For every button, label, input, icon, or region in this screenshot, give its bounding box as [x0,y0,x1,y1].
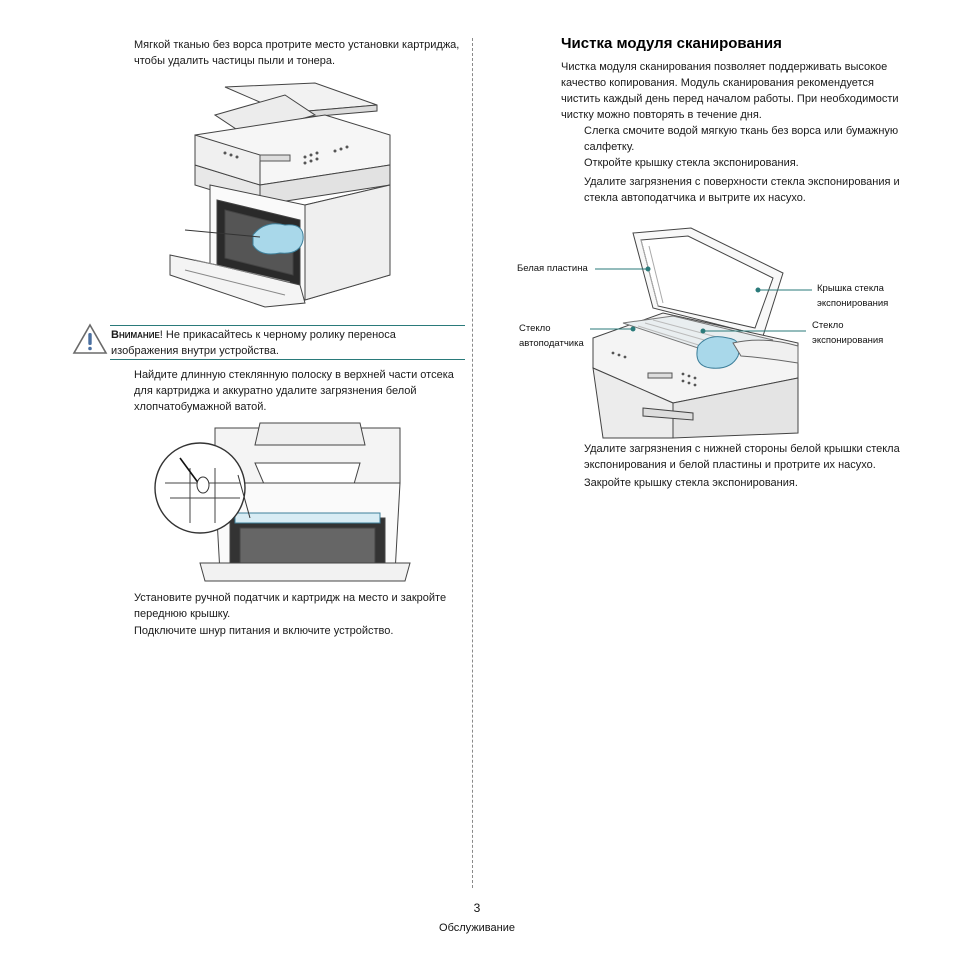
intro-paragraph: Чистка модуля сканирования позволяет под… [561,61,899,121]
step-3: Удалите загрязнения с поверхности стекла… [584,176,900,204]
step-5: Закройте крышку стекла экспонирования. [584,477,798,489]
callout-exposure-glass: Стекло экспонирования [812,320,884,346]
left-paragraph-3: Установите ручной податчик и картридж на… [134,592,447,620]
warning-icon [72,323,108,354]
section-heading: Чистка модуля сканирования [561,35,782,52]
callout-cover: Крышка стекла экспонирования [817,283,889,309]
column-divider [472,38,473,888]
step-2: Откройте крышку стекла экспонирования. [584,157,799,169]
scanner-illustration [592,227,799,439]
warning-text: Внимание! Не прикасайтесь к черному роли… [111,329,396,357]
left-paragraph-2: Найдите длинную стеклянную полоску в вер… [134,369,454,413]
step-1: Слегка смочите водой мягкую ткань без во… [584,125,899,153]
callout-adf-glass: Стекло автоподатчика [519,323,584,349]
page-number: 3 [473,901,481,915]
footer-section: Обслуживание [439,922,515,934]
callout-white-plate: Белая пластина [517,263,588,274]
left-paragraph-1: Мягкой тканью без ворса протрите место у… [134,39,460,67]
warning-label: Внимание [111,329,160,341]
step-4: Удалите загрязнения с нижней стороны бел… [584,443,900,471]
printer-illustration-2 [154,422,411,582]
printer-illustration-1 [169,82,391,308]
left-paragraph-4: Подключите шнур питания и включите устро… [134,625,394,637]
